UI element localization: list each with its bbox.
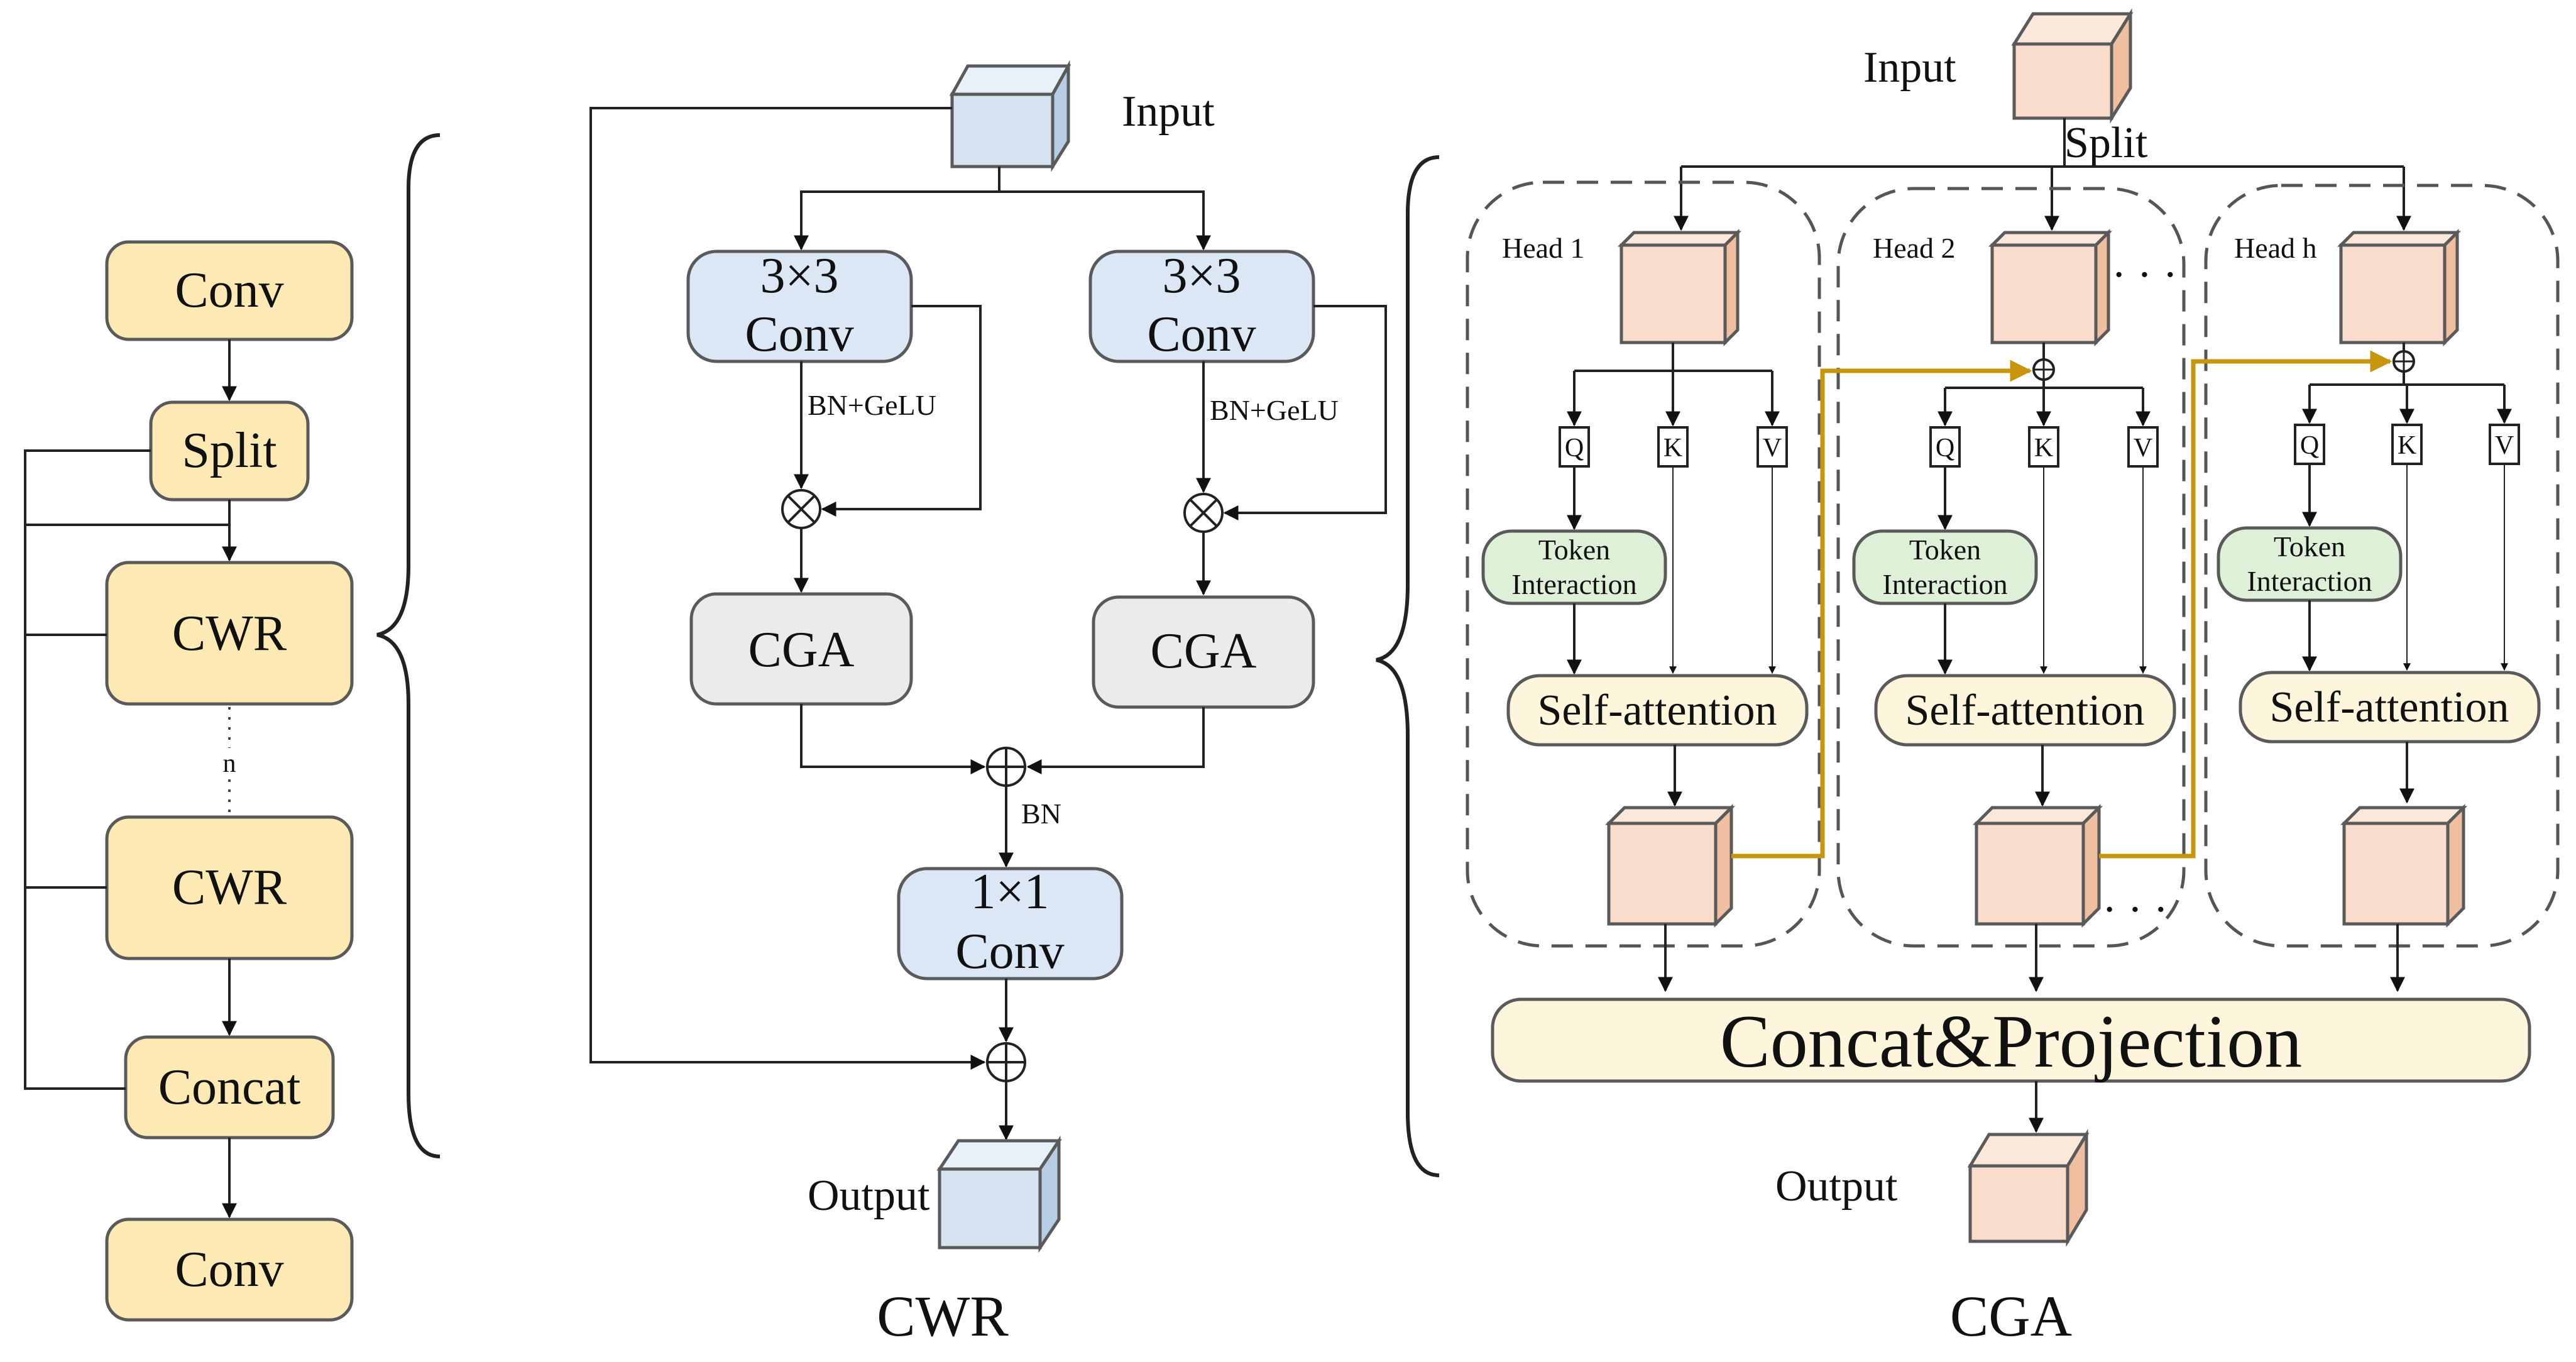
- gate-right: [1223, 305, 1387, 520]
- head-2-cube-bottom: [1972, 803, 2103, 928]
- head-2-self-attention-label: Self-attention: [1905, 686, 2144, 735]
- bn-gelu-right: BN+GeLU: [1210, 394, 1339, 426]
- head-1-qkv: Q K V: [1559, 426, 1788, 468]
- head-2-add-node: [2032, 358, 2055, 381]
- head-2-container: [1836, 187, 2186, 948]
- svg-text:Q: Q: [1936, 434, 1954, 463]
- conv-bottom-box: [105, 1217, 354, 1322]
- split-label: Split: [182, 423, 277, 478]
- svg-text:Q: Q: [2300, 431, 2319, 460]
- head-h-self-attention-label: Self-attention: [2269, 683, 2509, 732]
- head-1-container: [1466, 180, 1821, 948]
- add-node-residual: [986, 1042, 1026, 1082]
- head-h-token-l2: Interaction: [2247, 565, 2372, 597]
- cga-panel: Input Split Head 1 Head 2 Head h: [1376, 8, 2560, 1348]
- cwr-input-label: Input: [1122, 87, 1215, 136]
- head-h-add-node: [2392, 350, 2415, 373]
- svg-text:Q: Q: [1565, 434, 1584, 463]
- conv3x3-left-l2: Conv: [745, 307, 853, 362]
- cascade-h2-to-hh: [2099, 350, 2392, 859]
- cwr-label-2: CWR: [172, 860, 287, 915]
- cwr-output-label: Output: [808, 1172, 930, 1220]
- conv1x1-l1: 1×1: [970, 864, 1049, 920]
- head-1-cube-bottom: [1604, 803, 1736, 928]
- cga-output-label: Output: [1775, 1162, 1898, 1211]
- left-brace: [376, 133, 441, 1158]
- head-2-token-l1: Token: [1909, 534, 1981, 566]
- concat-projection-box: [1491, 997, 2531, 1083]
- cga-caption: CGA: [1950, 1284, 2072, 1348]
- svg-text:K: K: [2034, 434, 2053, 463]
- conv-bottom-label: Conv: [175, 1242, 283, 1297]
- gate-left: [821, 305, 982, 517]
- conv1x1-box: [897, 867, 1124, 980]
- head-1-token-l1: Token: [1538, 534, 1610, 566]
- head-h-self-attention: [2239, 671, 2541, 744]
- dots-top: · · ·: [2112, 251, 2178, 299]
- head-h-cube-bottom: [2340, 803, 2468, 928]
- head-2-label: Head 2: [1873, 232, 1956, 264]
- head-h-qkv: Q K V: [2294, 424, 2520, 465]
- dots-bottom: · · ·: [2102, 886, 2168, 934]
- conv3x3-left-l1: 3×3: [760, 248, 838, 304]
- concat-projection-label: Concat&Projection: [1720, 999, 2302, 1083]
- head-h-container: [2204, 184, 2560, 948]
- svg-text:K: K: [1663, 434, 1682, 463]
- head-2-token-l2: Interaction: [1882, 568, 2007, 600]
- cga-right-to-add: [1026, 707, 1205, 774]
- head-2-self-attention: [1874, 674, 2176, 747]
- cga-left-to-add: [800, 704, 986, 774]
- cwr-split-right: [999, 190, 1211, 251]
- svg-text:V: V: [2495, 431, 2514, 460]
- multiply-node-right: [1183, 493, 1224, 533]
- bn-label: BN: [1021, 798, 1061, 830]
- cwr-panel: Input 3×3 Conv 3×3 Conv BN+GeLU BN+GeLU: [589, 60, 1387, 1348]
- conv3x3-right-l2: Conv: [1147, 307, 1256, 362]
- cga-input-label: Input: [1863, 43, 1956, 92]
- repeat-label: n: [223, 749, 236, 778]
- concat-label: Concat: [158, 1060, 301, 1115]
- conv1x1-l2: Conv: [955, 924, 1064, 979]
- multiply-node-left: [781, 489, 821, 529]
- cga-brace: [1376, 155, 1440, 1177]
- head-1-token-l2: Interaction: [1511, 568, 1636, 600]
- svg-text:V: V: [2134, 434, 2152, 463]
- cwr-box-1: [105, 561, 354, 706]
- head-1-self-attention: [1506, 674, 1809, 747]
- cga-output-cube: [1967, 1128, 2090, 1248]
- cwr-input-cube: [949, 60, 1072, 172]
- cascade-h1-to-h2: [1731, 360, 2032, 859]
- head-1-label: Head 1: [1502, 232, 1585, 264]
- head-h-token-l1: Token: [2274, 530, 2345, 563]
- head-1-cube-top: [1617, 228, 1742, 347]
- cwr-caption: CWR: [877, 1284, 1009, 1348]
- conv-top-label: Conv: [175, 263, 283, 318]
- head-1-self-attention-label: Self-attention: [1537, 686, 1777, 735]
- head-2-qkv: Q K V: [1929, 426, 2159, 468]
- left-panel: Conv Split CWR n CWR Concat Conv: [24, 133, 441, 1322]
- cwr-label-1: CWR: [172, 606, 287, 661]
- cwr-residual: [589, 107, 986, 1070]
- split-bypass-line: [24, 449, 151, 1090]
- cga-right-label: CGA: [1151, 623, 1257, 679]
- svg-text:K: K: [2398, 431, 2416, 460]
- cga-input-cube: [2011, 8, 2134, 124]
- head-2-cube-top: [1988, 228, 2113, 347]
- head-h-label: Head h: [2234, 232, 2317, 264]
- bn-gelu-left: BN+GeLU: [808, 389, 936, 421]
- head-h-cube-top: [2337, 228, 2462, 347]
- cwr-split-left: [794, 190, 999, 251]
- cga-left-label: CGA: [748, 622, 855, 678]
- cwr-output-cube: [936, 1135, 1062, 1253]
- add-node-mid: [986, 747, 1026, 787]
- conv3x3-right-l1: 3×3: [1162, 248, 1241, 304]
- cga-split-label: Split: [2064, 119, 2148, 167]
- svg-text:V: V: [1763, 434, 1782, 463]
